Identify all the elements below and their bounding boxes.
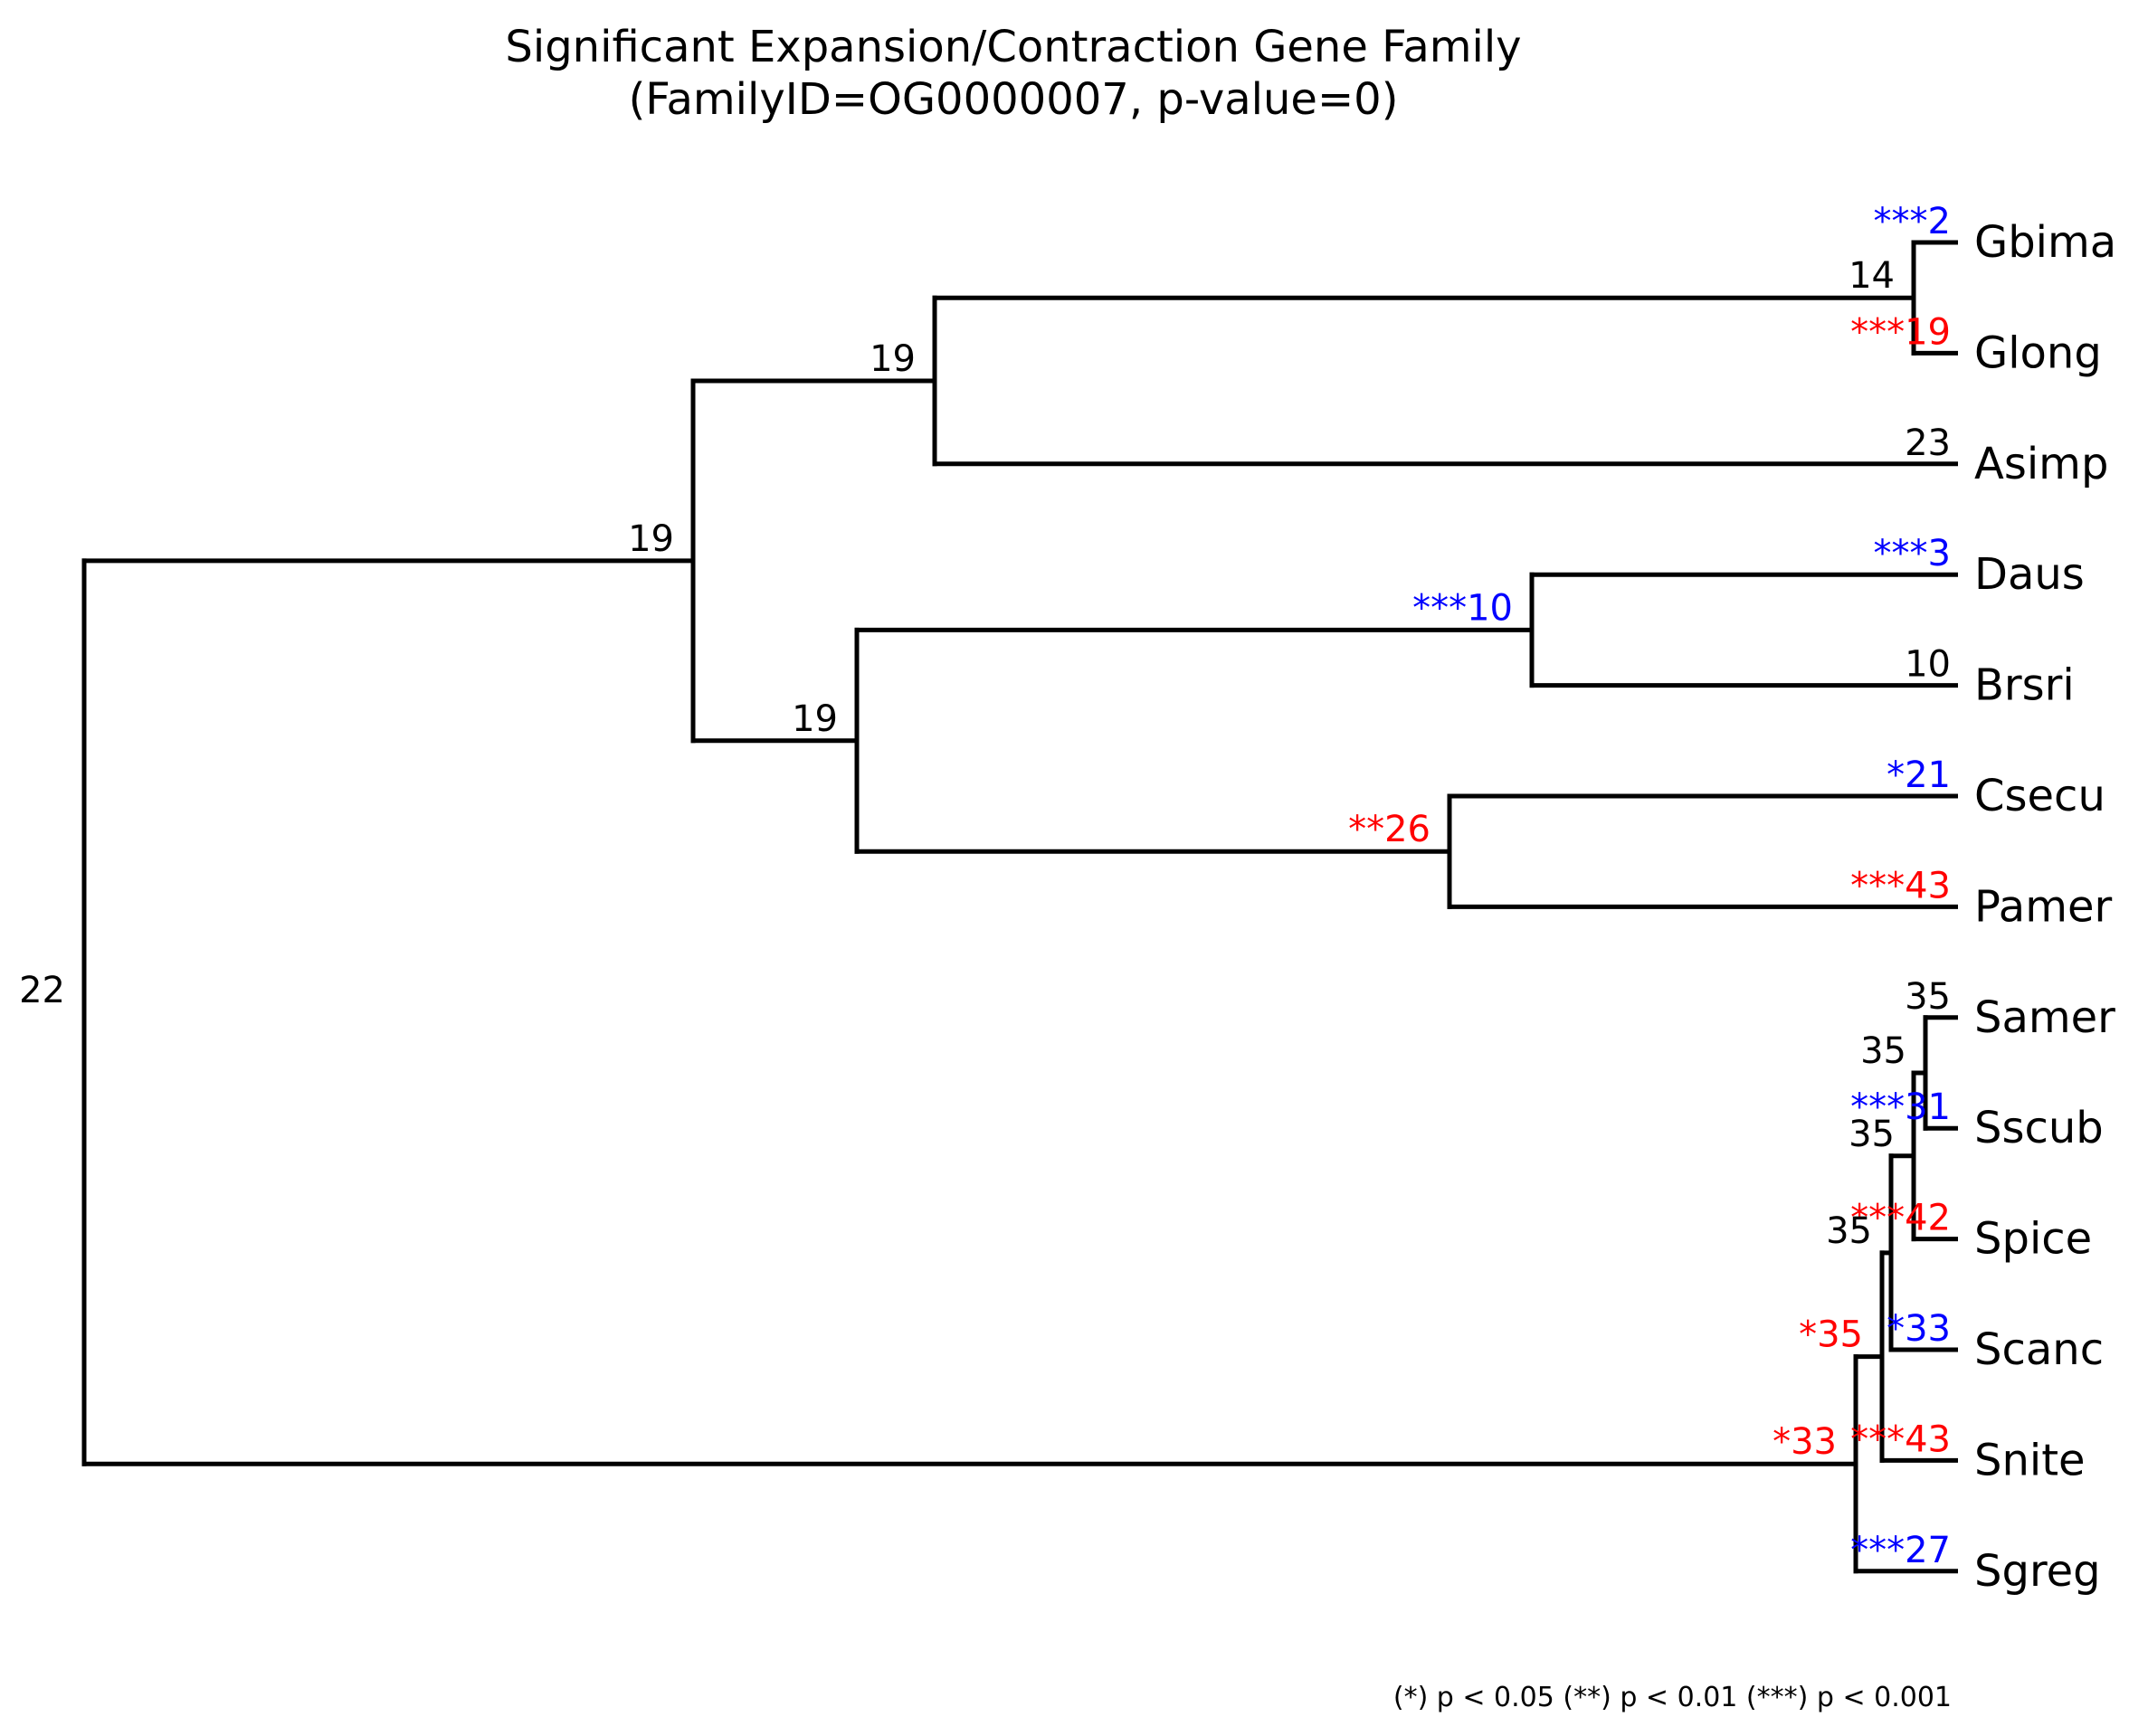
leaf-count-label: ***2 [1874, 201, 1951, 242]
species-name-label: Daus [1974, 549, 2085, 600]
leaf-count-label: ***43 [1850, 865, 1951, 906]
species-name-label: Sgreg [1974, 1546, 2101, 1597]
leaf-count-label: 23 [1905, 422, 1951, 464]
leaf-count-label: 10 [1905, 644, 1951, 686]
species-name-label: Glong [1974, 327, 2102, 378]
node-count-label: 22 [19, 970, 65, 1011]
species-name-label: Asimp [1974, 439, 2108, 489]
species-name-label: Sscub [1974, 1103, 2104, 1153]
species-name-label: Brsri [1974, 660, 2075, 711]
node-count-label: ***10 [1412, 587, 1513, 629]
node-count-label: 19 [628, 518, 674, 560]
species-name-label: Samer [1974, 992, 2115, 1043]
dendrogram-layer: ***2 Gbima ***19 Glong 14 23 Asimp 19 ***3 Daus 10… [19, 201, 2116, 1597]
species-name-label: Csecu [1974, 771, 2105, 821]
leaf-count-label: *21 [1887, 754, 1951, 796]
node-count-label: 19 [870, 338, 916, 380]
leaf-count-label: ***31 [1850, 1086, 1951, 1128]
leaf-count-label: 35 [1905, 976, 1951, 1018]
species-name-label: Spice [1974, 1214, 2092, 1265]
figure-title-line2: (FamilyID=OG0000007, p-value=0) [629, 74, 1399, 125]
leaf-count-label: ***3 [1874, 533, 1951, 574]
node-count-label: 35 [1849, 1114, 1895, 1155]
leaf-count-label: ***27 [1850, 1530, 1951, 1571]
node-count-label: 35 [1826, 1210, 1872, 1252]
node-count-label: **26 [1348, 809, 1430, 850]
node-count-label: 19 [792, 698, 838, 740]
node-count-label: 35 [1860, 1030, 1906, 1072]
species-name-label: Scanc [1974, 1324, 2104, 1375]
leaf-count-label: ***43 [1850, 1418, 1951, 1460]
leaf-count-label: *33 [1887, 1308, 1951, 1350]
node-count-label: 14 [1849, 255, 1895, 297]
figure-title-line1: Significant Expansion/Contraction Gene F… [505, 22, 1521, 72]
species-name-label: Pamer [1974, 881, 2112, 932]
node-count-label: *35 [1799, 1314, 1863, 1356]
significance-legend: (*) p < 0.05 (**) p < 0.01 (***) p < 0.0… [1393, 1682, 1952, 1713]
species-name-label: Snite [1974, 1435, 2086, 1485]
leaf-count-label: ***42 [1850, 1198, 1951, 1239]
leaf-count-label: ***19 [1850, 311, 1951, 353]
species-name-label: Gbima [1974, 217, 2116, 268]
node-count-label: *33 [1773, 1421, 1837, 1463]
